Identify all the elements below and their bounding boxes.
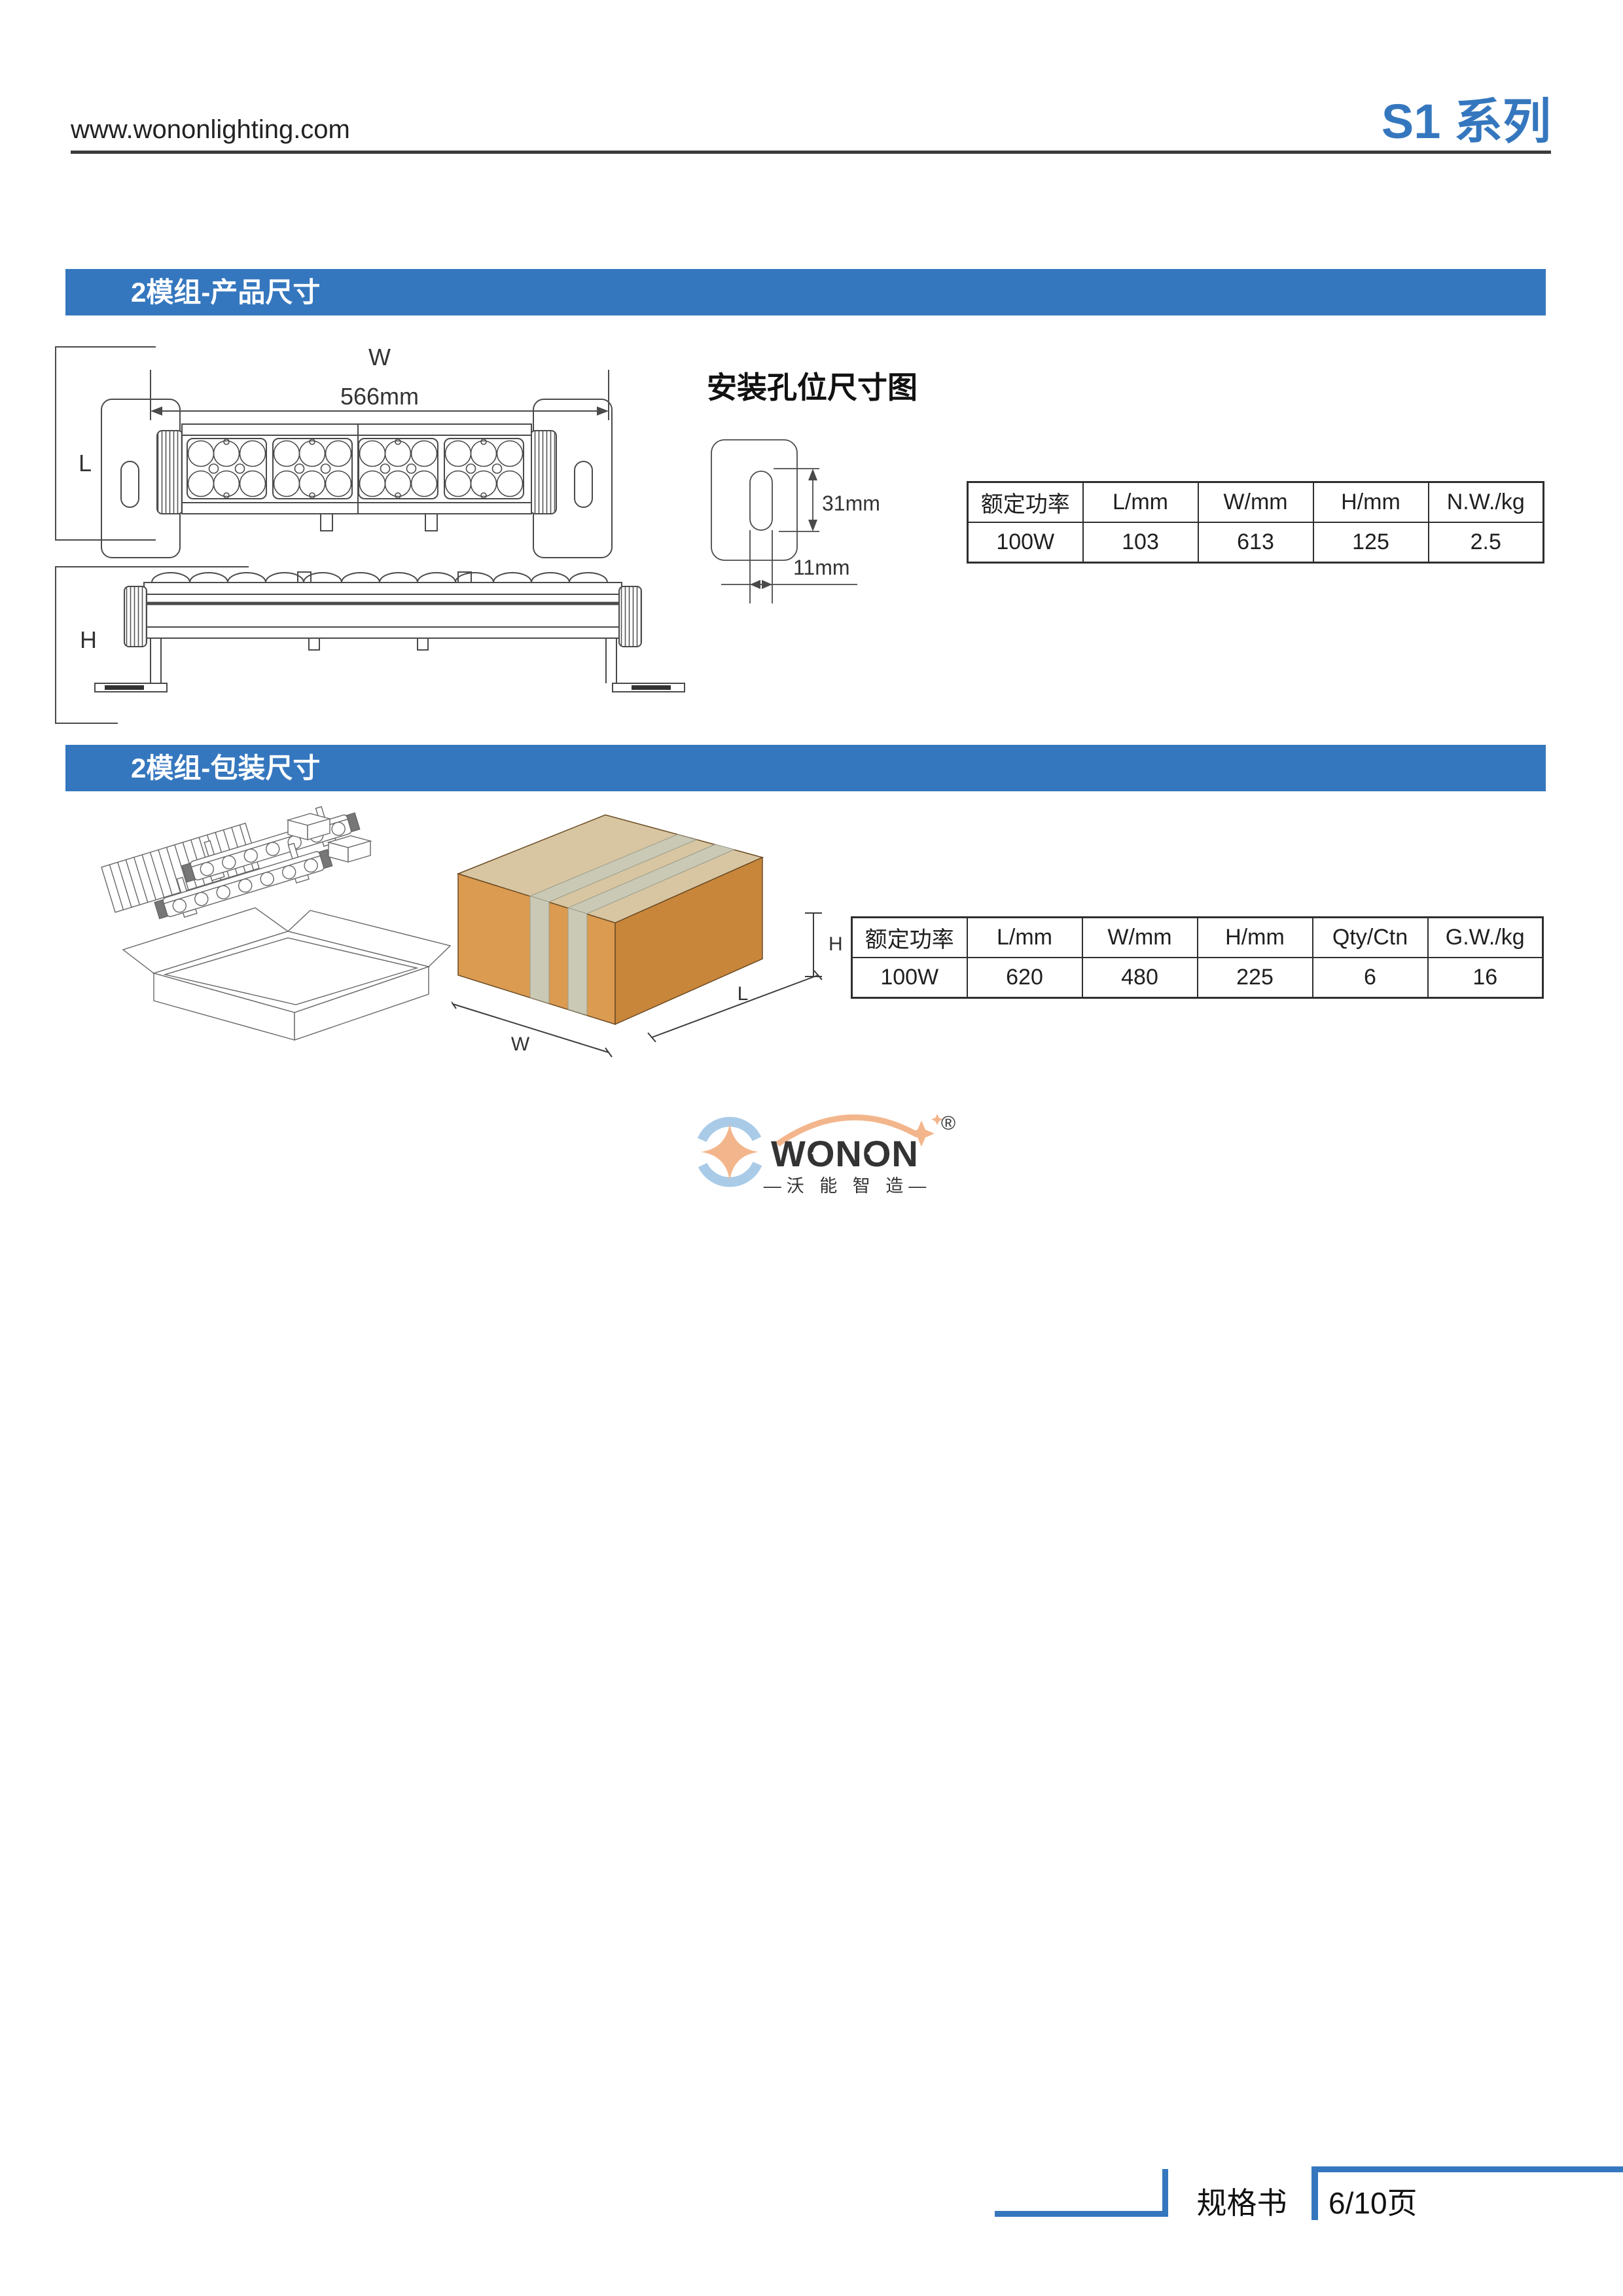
cell: 16: [1427, 957, 1544, 999]
header-series-title: S1 系列: [1381, 94, 1551, 149]
footer-separator-bar: [1311, 2166, 1318, 2220]
hole-diagram-title: 安装孔位尺寸图: [707, 370, 918, 404]
cell: 100W: [851, 957, 968, 999]
carton-box-drawing: H L W: [449, 812, 910, 1090]
accessory-box: [286, 813, 332, 840]
w-dim-value: 566mm: [340, 383, 419, 410]
section-banner-product-dimensions: 2模组-产品尺寸: [65, 269, 1546, 315]
col-header: W/mm: [1081, 916, 1198, 958]
w-dim-label: W: [368, 344, 391, 370]
l-dim-label: L: [79, 450, 92, 476]
accessory-box: [327, 835, 372, 863]
logo-wordmark: WONON: [771, 1133, 919, 1174]
fixture-bar: [154, 842, 333, 920]
cell: 225: [1196, 957, 1313, 999]
col-header: W/mm: [1197, 481, 1314, 523]
logo-star-icon: [701, 1123, 758, 1181]
footer-right-rule: [1318, 2166, 1623, 2172]
sparkle-small-icon: [931, 1114, 943, 1125]
footer-page-number: 6/10页: [1329, 2186, 1418, 2220]
col-header: N.W./kg: [1427, 481, 1544, 523]
h-dim-bracket: [55, 566, 249, 724]
registered-mark: ®: [941, 1113, 955, 1134]
table-row: 100W 103 613 125 2.5: [967, 522, 1544, 564]
wonon-logo: WONON ® —沃 能 智 造—: [681, 1106, 969, 1204]
logo-o-diamond: [812, 1145, 827, 1161]
sparkle-icon: [908, 1121, 935, 1147]
mounting-hole-diagram: 31mm 11mm: [622, 412, 923, 625]
cell: 480: [1081, 957, 1198, 999]
lens-circles: [187, 440, 524, 497]
h-dim-label: H: [80, 626, 97, 653]
box-side-face: [615, 856, 763, 1026]
box-w-label: W: [511, 1033, 530, 1055]
section-title: 2模组-产品尺寸: [131, 277, 321, 308]
cell: 620: [966, 957, 1083, 999]
cell: 613: [1197, 522, 1314, 564]
col-header: Qty/Ctn: [1311, 916, 1429, 958]
box-l-label: L: [738, 983, 749, 1005]
footer-left-riser: [1162, 2169, 1168, 2217]
header-divider: [71, 151, 1551, 154]
l-dim-bracket: [55, 346, 156, 541]
cell: 100W: [967, 522, 1084, 564]
footer-doc-type: 规格书: [1196, 2186, 1287, 2220]
open-carton: [122, 907, 452, 1041]
lens-domes: [151, 572, 608, 583]
col-header: L/mm: [966, 916, 1083, 958]
product-dimension-table: 额定功率 L/mm W/mm H/mm N.W./kg 100W 103 613…: [967, 481, 1544, 564]
logo-swoosh: [776, 1114, 919, 1147]
cell: 6: [1311, 957, 1429, 999]
col-header: 额定功率: [967, 481, 1084, 523]
packing-exploded-drawing: [92, 802, 471, 1054]
product-side-view-drawing: H: [39, 556, 707, 736]
col-header: L/mm: [1082, 481, 1199, 523]
logo-emblem-ring: [694, 1117, 765, 1187]
packing-dimension-table: 额定功率 L/mm W/mm H/mm Qty/Ctn G.W./kg 100W…: [851, 916, 1544, 999]
cell: 2.5: [1427, 522, 1544, 564]
product-top-view-drawing: W 566mm L: [39, 340, 641, 586]
col-header: H/mm: [1312, 481, 1429, 523]
col-header: H/mm: [1196, 916, 1313, 958]
logo-tagline: —沃 能 智 造—: [764, 1176, 932, 1196]
table-row: 100W 620 480 225 6 16: [851, 957, 1544, 999]
cell: 125: [1312, 522, 1429, 564]
header-website-url: www.wononlighting.com: [71, 115, 350, 144]
hole-h-dim: 11mm: [793, 556, 850, 579]
section-title: 2模组-包装尺寸: [131, 753, 321, 783]
box-h-label: H: [829, 933, 843, 955]
logo-o-diamond: [867, 1145, 883, 1161]
hole-v-dim: 31mm: [822, 492, 880, 515]
col-header: 额定功率: [851, 916, 968, 958]
col-header: G.W./kg: [1427, 916, 1544, 958]
cell: 103: [1082, 522, 1199, 564]
footer-left-rule: [995, 2211, 1168, 2217]
packing-straps: [529, 834, 736, 1016]
table-header-row: 额定功率 L/mm W/mm H/mm Qty/Ctn G.W./kg: [851, 916, 1544, 958]
section-banner-packing-dimensions: 2模组-包装尺寸: [65, 745, 1546, 791]
table-header-row: 额定功率 L/mm W/mm H/mm N.W./kg: [967, 481, 1544, 523]
